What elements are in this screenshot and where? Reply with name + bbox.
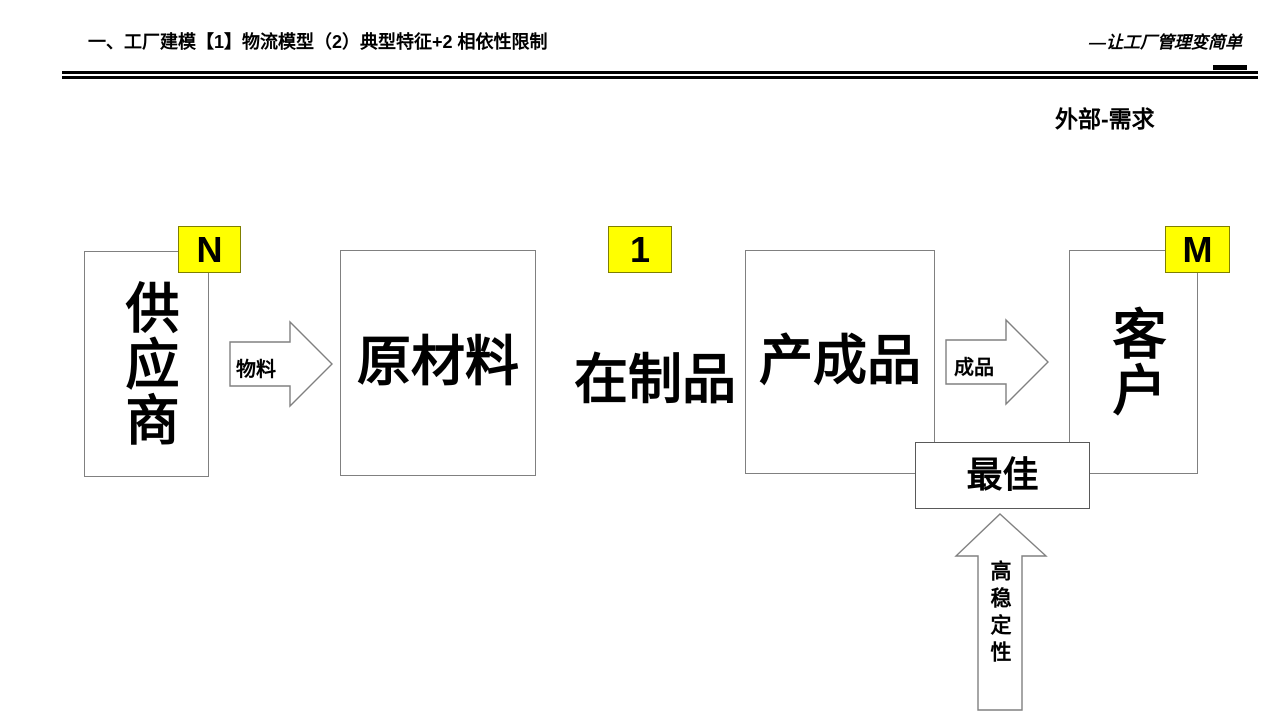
header-double-rule xyxy=(62,71,1258,79)
node-finished-goods-label: 产成品 xyxy=(759,331,921,392)
section-label-external-demand: 外部-需求 xyxy=(1055,106,1155,132)
node-best[interactable]: 最佳 xyxy=(915,442,1090,509)
arrow-finished-goods: 成品 xyxy=(944,318,1050,406)
arrow-stability: 高稳定性 xyxy=(954,512,1048,712)
node-best-label: 最佳 xyxy=(966,454,1039,496)
badge-n[interactable]: N xyxy=(178,226,241,273)
badge-one[interactable]: 1 xyxy=(608,226,672,273)
node-customer[interactable]: 客户 xyxy=(1069,250,1198,474)
arrow-material-label: 物料 xyxy=(236,359,276,381)
header-dash-mark xyxy=(1213,65,1247,70)
node-raw-material[interactable]: 原材料 xyxy=(340,250,536,476)
page-title: 一、工厂建模【1】物流模型（2）典型特征+2 相依性限制 xyxy=(88,32,548,52)
node-raw-material-label: 原材料 xyxy=(357,332,519,393)
node-customer-label: 客户 xyxy=(1104,306,1165,418)
node-work-in-process-label: 在制品 xyxy=(574,350,736,410)
arrow-stability-label: 高稳定性 xyxy=(988,560,1011,668)
header-tagline: —让工厂管理变简单 xyxy=(1089,33,1242,52)
node-supplier[interactable]: 供应商 xyxy=(84,251,209,477)
badge-m[interactable]: M xyxy=(1165,226,1230,273)
node-supplier-label: 供应商 xyxy=(117,280,178,448)
arrow-finished-goods-label: 成品 xyxy=(954,357,994,379)
node-finished-goods[interactable]: 产成品 xyxy=(745,250,935,474)
arrow-material: 物料 xyxy=(228,320,334,408)
